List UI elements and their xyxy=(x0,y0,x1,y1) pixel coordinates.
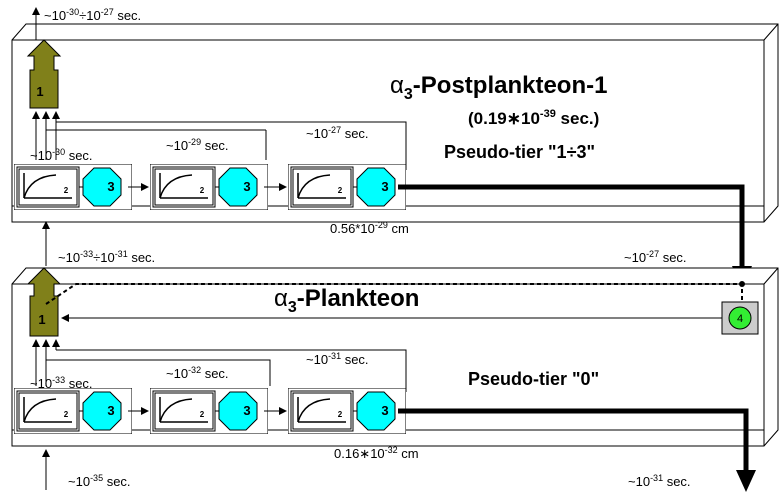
lower-stage-3-octagon-num: 3 xyxy=(381,403,388,418)
lower-accumulator-icon xyxy=(26,267,62,337)
top-input-label: ~10-30÷10-27 sec. xyxy=(44,7,141,23)
upper-stage-3-time: ~10-27 sec. xyxy=(306,125,369,141)
upper-tier-title: α3-Postplankteon-1 xyxy=(390,72,607,103)
upper-stage-2-curve-num: 2 xyxy=(200,186,205,195)
lower-accumulator-label: 1 xyxy=(38,312,45,327)
upper-tier-time: (0.19∗10-39 sec.) xyxy=(468,108,599,128)
node4-label: 4 xyxy=(737,313,743,325)
lower-tier-title: α3-Plankteon xyxy=(274,285,419,316)
upper-stage-3-octagon-num: 3 xyxy=(381,179,388,194)
bottom-input-label: ~10-35 sec. xyxy=(68,473,131,489)
lower-stage-2-time: ~10-32 sec. xyxy=(166,365,229,381)
upper-stage-1-octagon-num: 3 xyxy=(107,179,114,194)
lower-stage-1-time: ~10-33 sec. xyxy=(30,375,93,391)
upper-accumulator-icon xyxy=(26,39,62,109)
lower-stage-3-time: ~10-31 sec. xyxy=(306,351,369,367)
upper-tier-length: 0.56*10-29 cm xyxy=(330,220,409,236)
upper-tier-right-out: ~10-27 sec. xyxy=(624,249,687,265)
node4-icon xyxy=(728,306,752,330)
lower-stage-1-octagon-num: 3 xyxy=(107,403,114,418)
lower-stage-2-octagon-num: 3 xyxy=(243,403,250,418)
lower-tier-length: 0.16∗10-32 cm xyxy=(334,445,419,461)
lower-tier: 1 4 α3-Plankteon Pseudo-tier "0" 2 3 2 3… xyxy=(11,267,779,492)
upper-stage-3-curve-num: 2 xyxy=(338,186,343,195)
upper-stage-2-time: ~10-29 sec. xyxy=(166,137,229,153)
lower-tier-pseudo-tier: Pseudo-tier "0" xyxy=(468,369,599,389)
lower-stage-1-curve-num: 2 xyxy=(64,410,69,419)
upper-stage-1-curve-num: 2 xyxy=(64,186,69,195)
middle-label: ~10-33÷10-31 sec. xyxy=(58,249,155,265)
upper-accumulator-label: 1 xyxy=(36,84,43,99)
lower-stage-3-curve-num: 2 xyxy=(338,410,343,419)
upper-tier-pseudo-tier: Pseudo-tier "1÷3" xyxy=(444,142,595,162)
bottom-output-label: ~10-31 sec. xyxy=(628,473,691,489)
lower-stage-2-curve-num: 2 xyxy=(200,410,205,419)
upper-stage-1-time: ~10-30 sec. xyxy=(30,147,93,163)
upper-stage-2-octagon-num: 3 xyxy=(243,179,250,194)
